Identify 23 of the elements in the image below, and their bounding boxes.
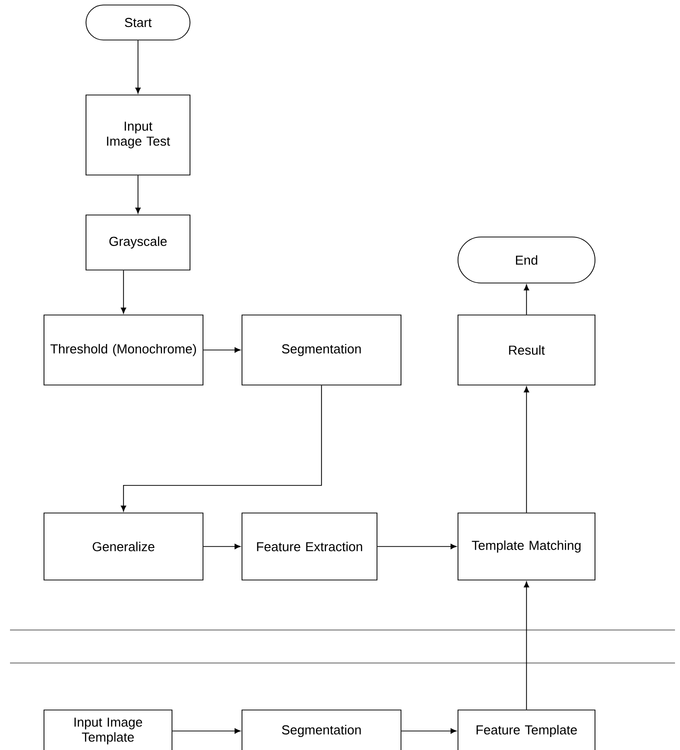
arrow: [203, 347, 241, 353]
arrow: [377, 544, 457, 550]
arrow: [401, 728, 457, 734]
arrow: [524, 284, 530, 315]
process-box: Template Matching: [458, 512, 596, 580]
arrow: [524, 581, 530, 710]
process-box: Result: [458, 314, 596, 386]
process-box: Generalize: [44, 512, 204, 580]
arrow: [120, 385, 322, 512]
process-box: Feature Extraction: [242, 512, 378, 580]
process-box: Threshold (Monochrome): [44, 314, 204, 386]
arrow: [120, 270, 126, 314]
arrow: [135, 175, 141, 214]
arrow: [524, 386, 530, 513]
process-box: Input Image Template: [44, 710, 172, 750]
process-box: Segmentation: [242, 710, 402, 750]
process-box: Input Image Test: [86, 94, 190, 176]
arrow: [203, 544, 241, 550]
process-box: Segmentation: [242, 314, 402, 386]
process-box: Feature Template: [458, 710, 596, 750]
arrow: [172, 728, 241, 734]
arrow: [135, 40, 141, 94]
process-box: Grayscale: [86, 214, 190, 270]
